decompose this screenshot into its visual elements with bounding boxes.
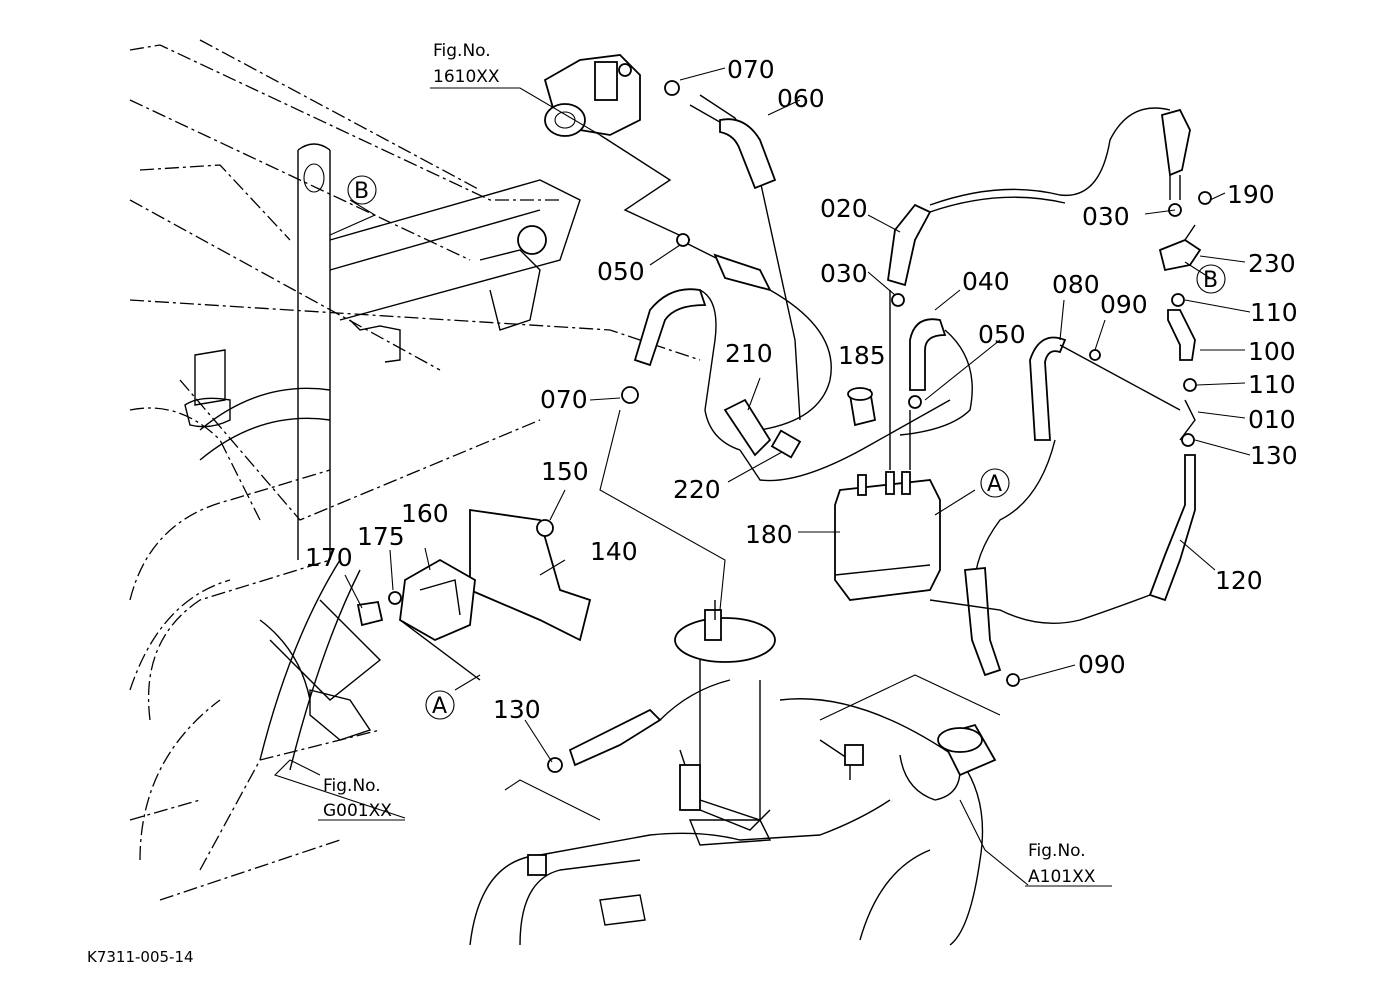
part-label-220[interactable]: 220: [673, 475, 721, 504]
part-label-130[interactable]: 130: [493, 695, 541, 724]
part-label-175[interactable]: 175: [357, 522, 405, 551]
part-label-060[interactable]: 060: [777, 84, 825, 113]
part-label-110-b[interactable]: 110: [1248, 370, 1296, 399]
hose-060: [689, 94, 801, 421]
callout-marker-b-right: B: [1196, 264, 1226, 294]
bracket-assembly: [356, 508, 592, 681]
drawing-code: K7311-005-14: [87, 948, 194, 966]
fittings: [547, 80, 1197, 773]
part-label-180[interactable]: 180: [745, 520, 793, 549]
part-labels: 070 060 050 020 030 040 050 185 210 070 …: [305, 55, 1298, 724]
svg-text:B: B: [1203, 268, 1218, 293]
part-label-090-b[interactable]: 090: [1078, 650, 1126, 679]
hose-070-lower: [621, 288, 741, 451]
figure-ref-number: 1610XX: [433, 67, 500, 87]
throttle-body: [543, 54, 691, 241]
part-label-230[interactable]: 230: [1248, 249, 1296, 278]
svg-text:A: A: [987, 472, 1002, 497]
cap-185: [847, 387, 877, 427]
part-label-050-b[interactable]: 050: [978, 320, 1026, 349]
part-label-110[interactable]: 110: [1250, 298, 1298, 327]
sensor-210-220: [723, 398, 951, 482]
figure-ref-number: A101XX: [1028, 867, 1096, 887]
part-label-190[interactable]: 190: [1227, 180, 1275, 209]
part-label-130-b[interactable]: 130: [1250, 441, 1298, 470]
part-label-120[interactable]: 120: [1215, 566, 1263, 595]
figure-ref-1610xx[interactable]: Fig.No. 1610XX: [430, 41, 520, 89]
part-label-185[interactable]: 185: [838, 341, 886, 370]
part-label-090[interactable]: 090: [1100, 290, 1148, 319]
callout-marker-a-left: A: [425, 690, 455, 720]
part-label-170[interactable]: 170: [305, 543, 353, 572]
figure-ref-number: G001XX: [323, 801, 392, 821]
part-label-070[interactable]: 070: [727, 55, 775, 84]
figure-ref-prefix: Fig.No.: [1028, 841, 1086, 861]
svg-text:A: A: [432, 694, 447, 719]
figure-ref-a101xx[interactable]: Fig.No. A101XX: [1025, 841, 1112, 887]
vent-line-right: [929, 108, 1212, 624]
fuel-tank: [469, 698, 997, 946]
figure-ref-prefix: Fig.No.: [433, 41, 491, 61]
svg-text:B: B: [354, 179, 369, 204]
fuel-pump: [568, 600, 776, 831]
part-label-140[interactable]: 140: [590, 537, 638, 566]
part-label-030[interactable]: 030: [820, 259, 868, 288]
hose-050-assembly: [679, 239, 832, 431]
figure-ref-prefix: Fig.No.: [323, 776, 381, 796]
callout-marker-b-left: B: [347, 175, 377, 205]
part-label-050[interactable]: 050: [597, 257, 645, 286]
part-label-040[interactable]: 040: [962, 267, 1010, 296]
elbow-040: [899, 318, 973, 436]
frame-structure: [129, 39, 701, 901]
part-label-030-b[interactable]: 030: [1082, 202, 1130, 231]
figure-ref-g001xx[interactable]: Fig.No. G001XX: [318, 776, 405, 821]
part-label-160[interactable]: 160: [401, 499, 449, 528]
hose-080: [964, 336, 1067, 677]
part-label-020[interactable]: 020: [820, 194, 868, 223]
part-label-070-b[interactable]: 070: [540, 385, 588, 414]
canister-180: [834, 290, 941, 601]
part-label-080[interactable]: 080: [1052, 270, 1100, 299]
callout-marker-a-right: A: [980, 468, 1010, 498]
leader-lines: [273, 67, 1251, 886]
part-label-010[interactable]: 010: [1248, 405, 1296, 434]
hose-020: [887, 107, 1171, 287]
part-label-100[interactable]: 100: [1248, 337, 1296, 366]
part-label-150[interactable]: 150: [541, 457, 589, 486]
part-label-210[interactable]: 210: [725, 339, 773, 368]
